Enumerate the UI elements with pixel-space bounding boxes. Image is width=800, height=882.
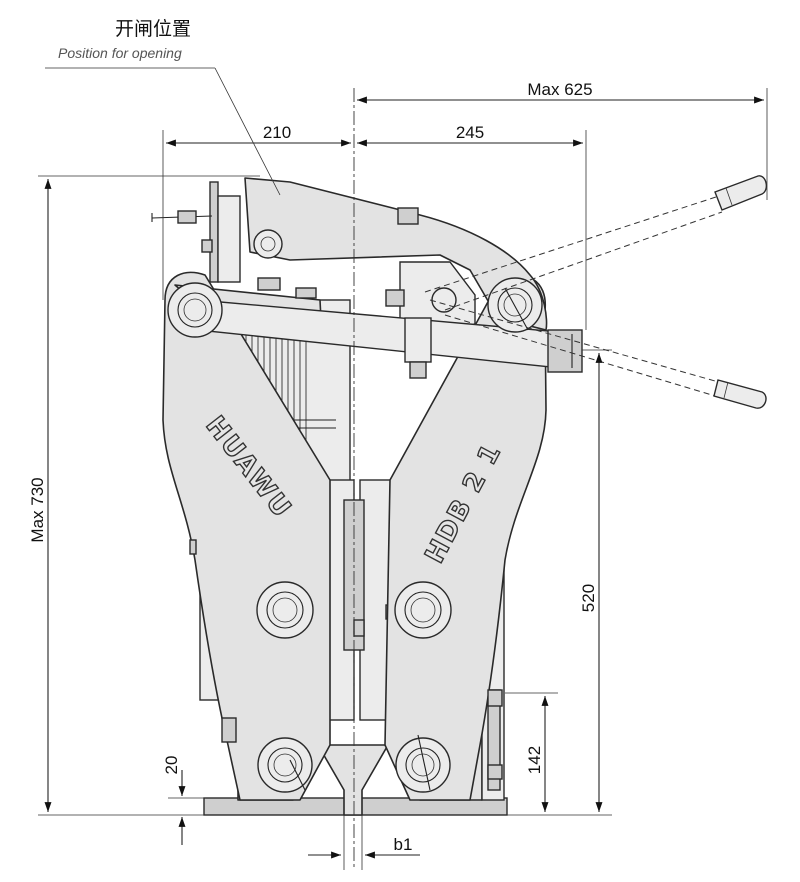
- pivot-low-left: [257, 737, 313, 793]
- handle-open-positions: [424, 175, 768, 409]
- dimension-142: 142: [505, 692, 558, 812]
- dimension-245: 245: [357, 123, 587, 330]
- dimension-520: 520: [507, 349, 612, 816]
- dimension-b1: b1: [308, 815, 420, 870]
- brake-body: HUAWU HDB 2 1: [151, 177, 583, 816]
- dimension-20: 20: [162, 756, 206, 845]
- title-chinese: 开闸位置: [115, 18, 191, 40]
- dimension-max-625: Max 625: [357, 80, 768, 200]
- dim-pivot-height-label: 520: [579, 584, 598, 612]
- top-bolt: [397, 207, 419, 225]
- dim-right-half-label: 245: [456, 123, 484, 142]
- pivot-top-left: [167, 282, 223, 338]
- dim-base-thickness-label: 20: [162, 756, 181, 775]
- title-english: Position for opening: [58, 45, 182, 61]
- dim-left-half-label: 210: [263, 123, 291, 142]
- pivot-low-right: [395, 734, 451, 793]
- left-brake-arm: [162, 271, 331, 801]
- dim-shoe-gap-label: b1: [394, 835, 413, 854]
- handle-grip-lower: [713, 379, 767, 409]
- dim-lower-pin-label: 142: [525, 746, 544, 774]
- pivot-mid-right: [394, 581, 452, 639]
- pivot-top-right: [487, 277, 543, 333]
- dim-max-width-label: Max 625: [527, 80, 592, 99]
- pivot-mid-left: [256, 581, 314, 639]
- handle-grip-upper: [714, 175, 768, 211]
- dim-max-height-label: Max 730: [28, 477, 47, 542]
- lever-pivot: [253, 229, 283, 259]
- dimension-max-730: Max 730: [28, 175, 260, 816]
- opening-position-callout: 开闸位置 Position for opening: [45, 18, 281, 196]
- dimension-210: 210: [162, 123, 351, 300]
